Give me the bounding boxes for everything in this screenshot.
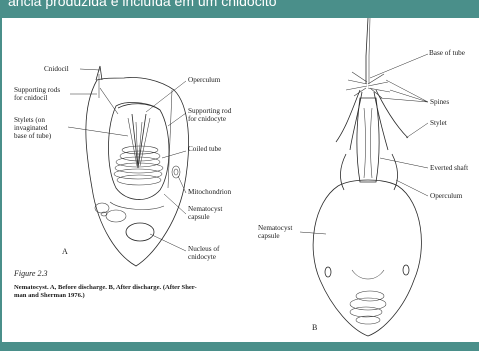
label-operculum-a: Operculum [188,76,221,84]
figure-caption-line1: Nematocyst. A, Before discharge. B, Afte… [14,284,197,291]
figure-caption-line2: man and Sherman 1976.) [14,292,85,299]
label-supporting-rods-line2: for cnidocil [14,94,47,102]
label-supporting-rods-line1: Supporting rods [14,86,60,94]
figure-caption-title: Figure 2.3 [13,269,47,278]
label-supporting-rod-line2: for cnidocyte [188,115,226,123]
label-stylets-line2: invaginated [14,124,48,132]
label-nematocyst-capsule-a-line1: Nematocyst [188,205,222,213]
label-cnidocil: Cnidocil [44,65,69,73]
label-everted-shaft: Everted shaft [430,164,468,172]
cnidocyte-a-drawing [86,66,189,266]
label-stylets-line3: base of tube) [14,132,52,140]
label-coiled-tube: Coiled tube [188,145,221,153]
label-base-of-tube: Base of tube [429,49,465,57]
label-nematocyst-capsule-b-line2: capsule [258,232,280,240]
panel-label-a: A [62,247,68,256]
label-nucleus-line2: cnidocyte [188,253,216,261]
label-stylets-line1: Stylets (on [14,116,45,124]
slide-footer-bar [0,342,479,351]
slide-header-bar: ancia produzida e incluída em um cnidóci… [0,0,479,18]
label-nucleus-line1: Nucleus of [188,245,220,253]
slide-caption: ancia produzida e incluída em um cnidóci… [8,0,277,9]
label-operculum-b: Operculum [430,192,463,200]
label-nematocyst-capsule-a-line2: capsule [188,213,210,221]
label-nematocyst-capsule-b-line1: Nematocyst [258,224,292,232]
nematocyst-b-drawing [313,18,421,336]
label-stylet: Stylet [430,119,447,127]
label-mitochondrion: Mitochondrion [188,188,232,196]
panel-label-b: B [312,323,317,332]
label-supporting-rod-line1: Supporting rod [188,107,232,115]
nematocyst-figure: Cnidocil Supporting rods for cnidocil St… [0,18,479,342]
leader-lines-b [300,54,428,234]
label-spines: Spines [430,98,449,106]
